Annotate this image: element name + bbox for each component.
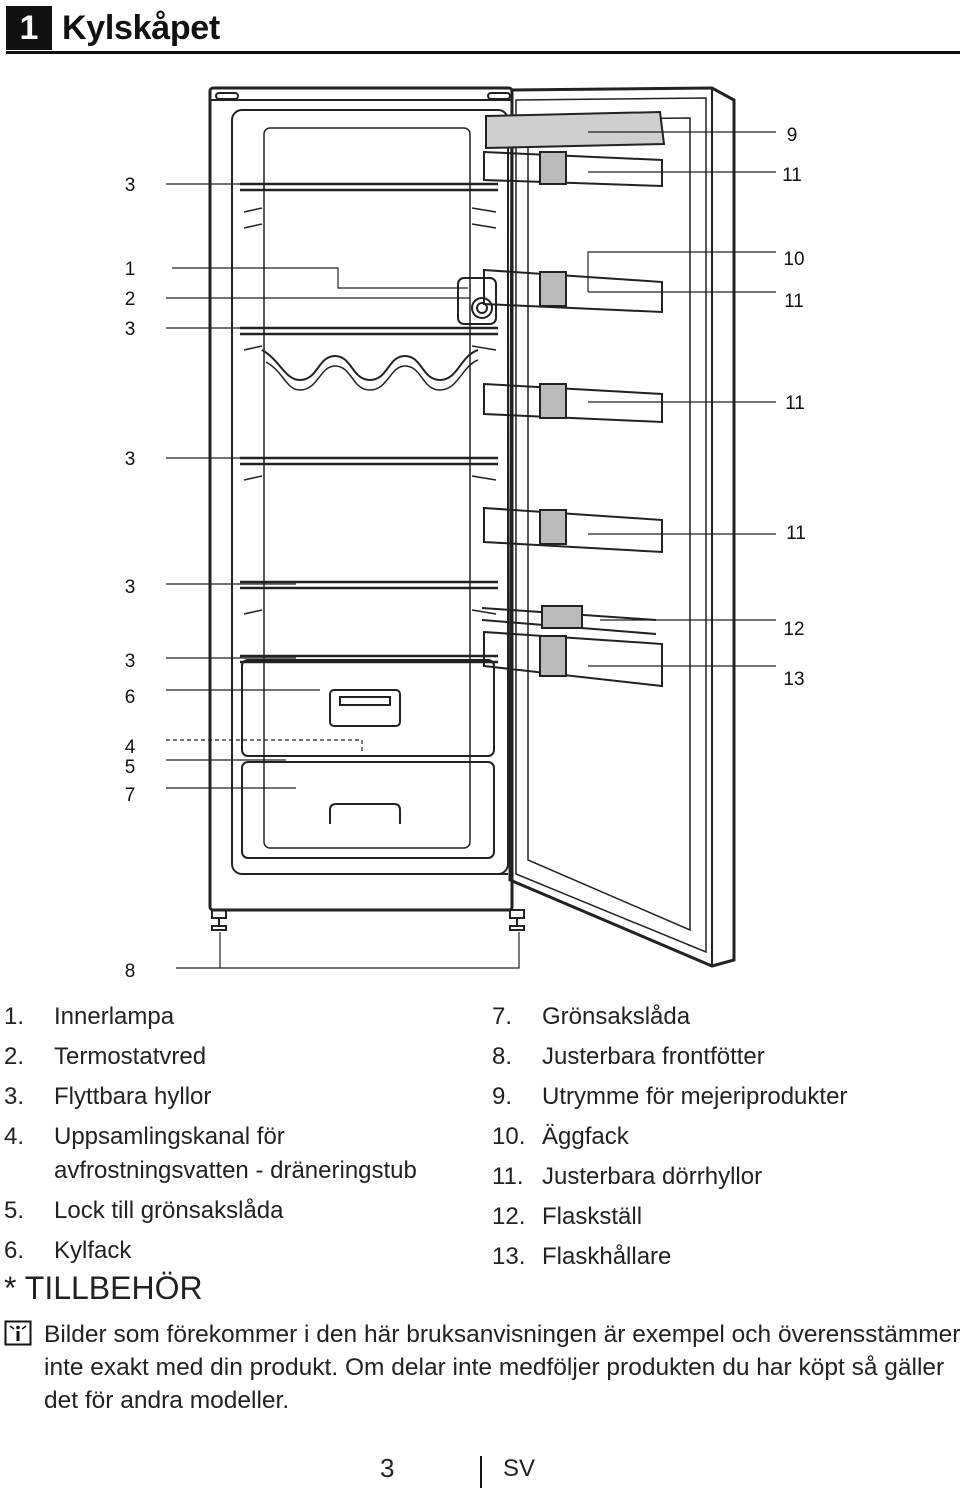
parts-item-number: 6. bbox=[4, 1237, 25, 1264]
parts-item-label: Grönsakslåda bbox=[542, 1003, 691, 1030]
info-note-text: Bilder som förekommer i den här bruksanv… bbox=[44, 1321, 960, 1414]
callout-number: 3 bbox=[125, 319, 136, 340]
parts-item-number: 1. bbox=[4, 1003, 25, 1030]
parts-item-label: Flaskställ bbox=[542, 1203, 643, 1230]
parts-list-item: 13. Flaskhållare bbox=[492, 1240, 952, 1274]
parts-item-label: Justerbara dörrhyllor bbox=[542, 1163, 763, 1190]
feet bbox=[211, 909, 525, 931]
parts-item-label: Flaskhållare bbox=[542, 1243, 672, 1270]
parts-list-item: 6. Kylfack bbox=[4, 1234, 474, 1268]
parts-item-label: Flyttbara hyllor bbox=[54, 1083, 212, 1110]
cabinet-body bbox=[208, 86, 514, 912]
language-code: SV bbox=[503, 1455, 536, 1482]
shelves bbox=[240, 182, 498, 664]
parts-item-number: 11. bbox=[492, 1163, 524, 1190]
parts-list-item: 8. Justerbara frontfötter bbox=[492, 1040, 952, 1074]
callout-number: 5 bbox=[125, 757, 136, 778]
callout-number: 8 bbox=[125, 961, 136, 982]
parts-item-number: 8. bbox=[492, 1043, 513, 1070]
parts-list-item: 9. Utrymme för mejeriprodukter bbox=[492, 1080, 952, 1114]
parts-item-label: Innerlampa bbox=[54, 1003, 175, 1030]
section-title: Kylskåpet bbox=[62, 9, 220, 47]
callout-number: 11 bbox=[784, 291, 804, 312]
parts-list-item: 3. Flyttbara hyllor bbox=[4, 1080, 474, 1114]
callout-number: 4 bbox=[125, 737, 136, 758]
callout-number: 6 bbox=[125, 687, 136, 708]
callout-number: 13 bbox=[783, 669, 804, 690]
parts-list-item: 5. Lock till grönsakslåda bbox=[4, 1194, 474, 1228]
parts-list-item: 4. Uppsamlingskanal för avfrostningsvatte… bbox=[4, 1120, 474, 1188]
parts-item-label: Termostatvred bbox=[54, 1043, 207, 1070]
parts-item-number: 5. bbox=[4, 1197, 25, 1224]
page-number: 3 bbox=[380, 1453, 395, 1483]
accessory-label: * TILLBEHÖR bbox=[4, 1270, 203, 1306]
section-header: 1 Kylskåpet bbox=[6, 6, 960, 54]
callout-number: 11 bbox=[786, 523, 806, 544]
parts-item-number: 7. bbox=[492, 1003, 513, 1030]
parts-item-number: 4. bbox=[4, 1123, 25, 1150]
parts-list-item: 11. Justerbara dörrhyllor bbox=[492, 1160, 952, 1194]
vegetable-drawer bbox=[241, 761, 495, 859]
callout-number: 12 bbox=[783, 619, 804, 640]
callout-number: 2 bbox=[125, 289, 136, 310]
parts-list-item: 7. Grönsakslåda bbox=[492, 1000, 952, 1034]
callout-number: 10 bbox=[783, 249, 804, 270]
parts-item-label: Äggfack bbox=[542, 1123, 629, 1150]
callouts-left: 3 1 2 3 3 3 3 6 45 7 8 bbox=[125, 175, 136, 982]
parts-item-number: 10. bbox=[492, 1123, 526, 1150]
parts-item-number: 12. bbox=[492, 1203, 526, 1230]
parts-item-label: Lock till grönsakslåda bbox=[54, 1197, 284, 1224]
callout-number: 1 bbox=[125, 259, 136, 280]
parts-list-left: 1. Innerlampa 2. Termostatvred 3. Flyttbara h… bbox=[4, 1000, 474, 1274]
callout-number: 11 bbox=[785, 393, 805, 414]
parts-item-label: Uppsamlingskanal för avfrostningsvatten … bbox=[54, 1123, 417, 1184]
parts-list-item: 2. Termostatvred bbox=[4, 1040, 474, 1074]
door-bins bbox=[483, 150, 663, 688]
thermostat-housing bbox=[457, 277, 497, 325]
parts-list-item: 1. Innerlampa bbox=[4, 1000, 474, 1034]
parts-item-number: 13. bbox=[492, 1243, 526, 1270]
callout-number: 9 bbox=[787, 125, 798, 146]
crisper-lid bbox=[241, 659, 495, 757]
parts-item-number: 9. bbox=[492, 1083, 513, 1110]
callout-number: 3 bbox=[125, 175, 136, 196]
parts-list-item: 12. Flaskställ bbox=[492, 1200, 952, 1234]
parts-item-number: 3. bbox=[4, 1083, 25, 1110]
footer-divider bbox=[480, 1456, 482, 1488]
info-icon bbox=[4, 1320, 32, 1346]
callouts-right: 9 11 10 11 11 11 12 13 bbox=[782, 125, 806, 690]
parts-list-right: 7. Grönsakslåda 8. Justerbara frontfötter 9.… bbox=[492, 1000, 952, 1280]
cabinet-liner-inner bbox=[263, 127, 471, 849]
parts-item-label: Utrymme för mejeriprodukter bbox=[542, 1083, 848, 1110]
callout-number: 11 bbox=[782, 165, 802, 186]
dairy-compartment bbox=[485, 110, 666, 150]
callout-number: 7 bbox=[125, 785, 136, 806]
bottle-rack bbox=[261, 349, 479, 382]
parts-list-item: 10. Äggfack bbox=[492, 1120, 952, 1154]
parts-item-label: Justerbara frontfötter bbox=[542, 1043, 765, 1070]
parts-item-number: 2. bbox=[4, 1043, 25, 1070]
callout-number: 3 bbox=[125, 651, 136, 672]
callout-number: 3 bbox=[125, 577, 136, 598]
parts-item-label: Kylfack bbox=[54, 1237, 132, 1264]
callout-number: 3 bbox=[125, 449, 136, 470]
header-rule bbox=[6, 51, 960, 54]
section-number: 1 bbox=[6, 6, 52, 50]
